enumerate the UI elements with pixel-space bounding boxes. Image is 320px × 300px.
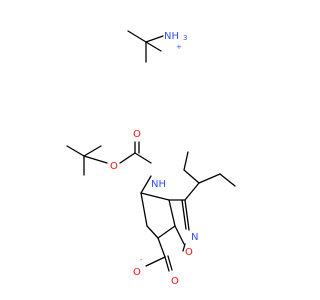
chemical-structure: NH 3 + O O NH N O (66, 30, 236, 287)
bond (174, 225, 185, 245)
bond (157, 225, 176, 239)
carboxylate-carbonyl-oxygen-label: O (171, 276, 179, 287)
tert-butylammonium: NH 3 + (127, 30, 187, 63)
bond (184, 199, 190, 231)
ammonium-h-subscript: 3 (183, 34, 187, 42)
boc-group: O O NH (66, 129, 166, 194)
boc-nh-label: NH (151, 179, 166, 190)
bond (83, 155, 108, 164)
bond (198, 173, 221, 184)
bond (164, 256, 170, 272)
bond (140, 175, 152, 194)
ammonium-nh-label: NH (164, 31, 179, 42)
bond (134, 152, 152, 164)
bond (183, 151, 189, 171)
bond (168, 199, 176, 227)
bond (182, 243, 186, 252)
carboxylate-anion-oxygen-label: O (133, 267, 141, 278)
ammonium-charge: + (176, 43, 182, 51)
pentan-3-yl (183, 151, 236, 201)
bond (183, 169, 200, 184)
bond (146, 225, 159, 239)
carboxylate-charge: - (140, 256, 143, 264)
bond (145, 256, 166, 267)
bond (219, 173, 236, 187)
bond (167, 255, 173, 271)
ring-nitrogen-label: N (191, 232, 198, 243)
carboxylate: O O - (133, 237, 179, 287)
bond (184, 182, 200, 201)
bond (127, 30, 147, 43)
bicyclic-ring: N O (140, 192, 198, 258)
bond (145, 35, 164, 43)
bond (83, 145, 102, 157)
bond (119, 152, 136, 164)
bond (145, 41, 162, 52)
ring-oxygen-label: O (185, 247, 193, 258)
boc-ester-oxygen-label: O (110, 161, 118, 172)
bond (140, 192, 170, 201)
bond (157, 237, 166, 258)
bond (181, 199, 187, 230)
boc-carbonyl-oxygen-label: O (133, 129, 141, 140)
bond (140, 192, 148, 227)
bond (66, 145, 85, 157)
